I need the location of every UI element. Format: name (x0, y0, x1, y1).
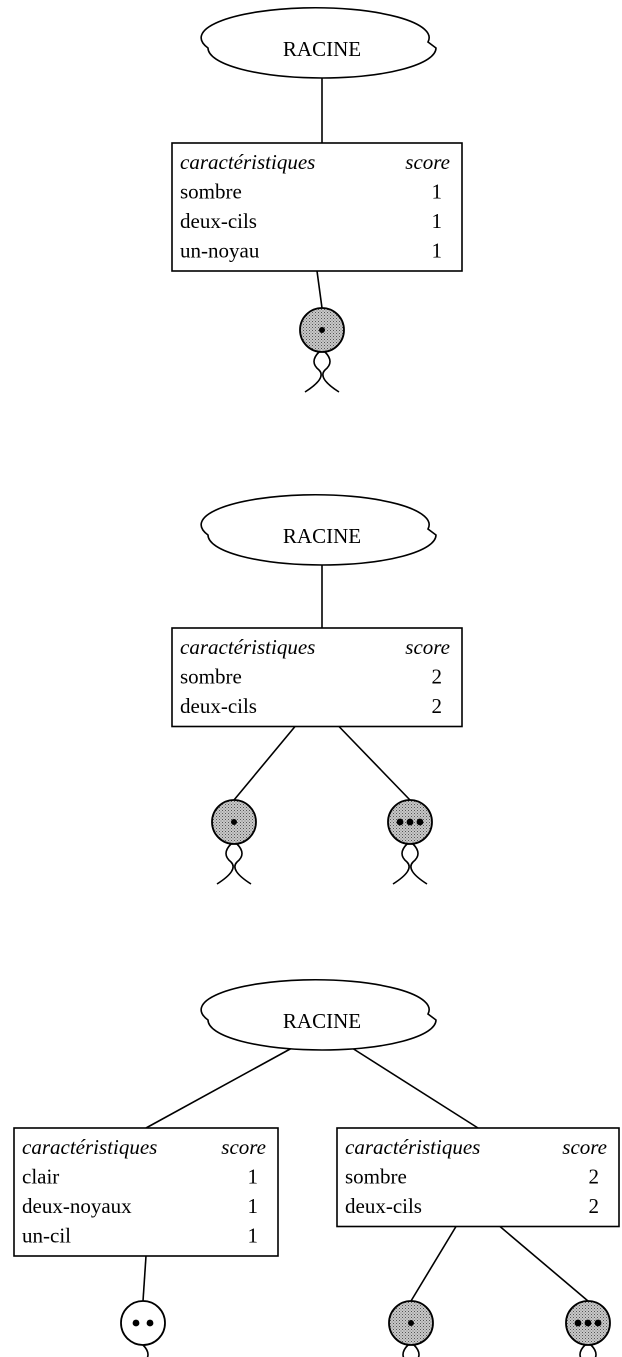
cilium (142, 1344, 149, 1357)
score-column-header: score (405, 635, 450, 659)
feature-label: un-noyau (180, 239, 260, 263)
concept-node-box (171, 627, 463, 728)
tree-edge (142, 1255, 147, 1302)
cell-body (120, 1300, 166, 1346)
nucleus-dot (584, 1319, 592, 1327)
feature-column-header: caractéristiques (180, 635, 315, 659)
cilium-right (590, 1344, 597, 1357)
concept-node-box (13, 1127, 279, 1257)
feature-column-header: caractéristiques (345, 1135, 480, 1159)
cell-icon (387, 799, 433, 885)
score-value: 1 (248, 1224, 259, 1248)
cell-icon (565, 1300, 611, 1357)
nucleus-dot (416, 818, 424, 826)
nucleus-dot (231, 819, 237, 825)
cell-icon (299, 307, 345, 393)
cilium-left (402, 1344, 409, 1357)
feature-label: sombre (180, 180, 242, 204)
cilium-right (410, 843, 428, 885)
nucleus-dot (406, 818, 414, 826)
score-value: 1 (248, 1165, 259, 1189)
cilium-left (216, 843, 234, 885)
nucleus-dot (146, 1319, 154, 1327)
nucleus-dot (594, 1319, 602, 1327)
cilium-left (579, 1344, 586, 1357)
tree-edge (410, 1226, 457, 1302)
root-node-ellipse (200, 6, 437, 79)
cilium-right (234, 843, 252, 885)
concept-node-box (171, 142, 463, 272)
cilium-left (392, 843, 410, 885)
root-node-label: RACINE (283, 1009, 361, 1033)
feature-column-header: caractéristiques (22, 1135, 157, 1159)
nucleus-dot (408, 1320, 414, 1326)
nucleus-dot (396, 818, 404, 826)
root-node-label: RACINE (283, 37, 361, 61)
feature-column-header: caractéristiques (180, 150, 315, 174)
feature-label: sombre (180, 665, 242, 689)
score-value: 1 (432, 209, 443, 233)
cell-icon (388, 1300, 434, 1357)
score-value: 2 (432, 694, 443, 718)
nucleus-dot (319, 327, 325, 333)
score-column-header: score (562, 1135, 607, 1159)
score-column-header: score (221, 1135, 266, 1159)
tree-edge (233, 725, 296, 801)
feature-label: deux-cils (180, 209, 257, 233)
root-node-ellipse (200, 978, 437, 1051)
cilium-left (304, 351, 322, 393)
root-node-label: RACINE (283, 524, 361, 548)
score-column-header: score (405, 150, 450, 174)
nucleus-dot (132, 1319, 140, 1327)
tree-edge (145, 1047, 293, 1129)
feature-label: deux-cils (345, 1194, 422, 1218)
tree-edge (316, 270, 323, 309)
tree-edge (338, 725, 411, 801)
root-node-ellipse (200, 493, 437, 566)
concept-node-box (336, 1127, 620, 1228)
score-value: 1 (432, 239, 443, 263)
cell-icon (120, 1300, 166, 1357)
cilium-right (413, 1344, 420, 1357)
tree-edge (351, 1047, 479, 1129)
feature-label: un-cil (22, 1224, 71, 1248)
feature-label: deux-noyaux (22, 1194, 132, 1218)
score-value: 1 (432, 180, 443, 204)
nucleus-dot (574, 1319, 582, 1327)
score-value: 2 (589, 1194, 600, 1218)
feature-label: clair (22, 1165, 59, 1189)
score-value: 2 (432, 665, 443, 689)
cilium-right (322, 351, 340, 393)
cell-icon (211, 799, 257, 885)
score-value: 2 (589, 1165, 600, 1189)
feature-label: sombre (345, 1165, 407, 1189)
feature-label: deux-cils (180, 694, 257, 718)
tree-edge (499, 1225, 589, 1302)
score-value: 1 (248, 1194, 259, 1218)
